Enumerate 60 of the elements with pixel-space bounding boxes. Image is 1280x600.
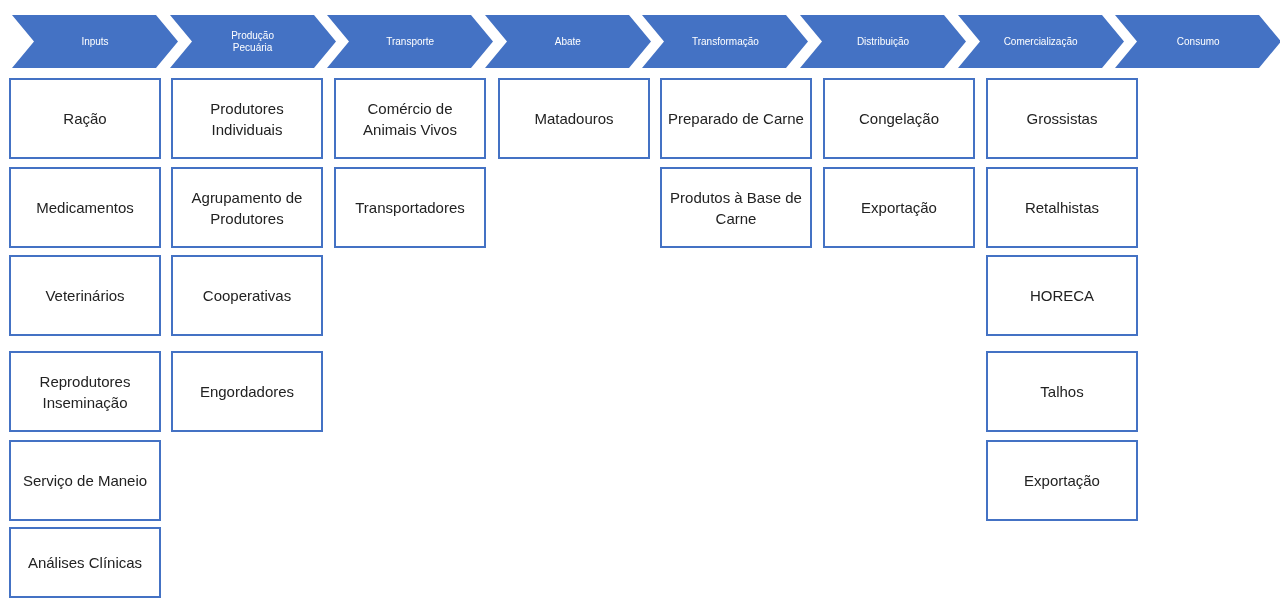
box-label: Exportação [1023,471,1101,491]
box-label: Transportadores [354,198,466,218]
chevron-shape [957,15,1124,68]
box-label: Exportação [860,198,938,218]
box-label: Agrupamento de Produtores [190,187,304,229]
box-label: HORECA [1028,286,1096,306]
box-label: Ração [62,109,108,129]
box-label: Inputs [80,35,110,48]
chevron-shape [642,15,809,68]
process-box [498,78,650,159]
process-box [986,167,1138,248]
box-label: Reprodutores Inseminação [38,371,132,413]
box-label: Cooperativas [201,286,293,306]
box-label: Talhos [1039,382,1085,402]
box-label: Distribuição [855,35,911,48]
box-label: Comercialização [1002,35,1079,48]
process-box [986,78,1138,159]
process-box [9,351,161,432]
box-label: Produção Pecuária [230,29,275,54]
process-box [823,78,975,159]
box-label: Consumo [1175,35,1221,48]
process-box [823,167,975,248]
box-label: Veterinários [44,286,126,306]
chevron-shape [169,15,336,68]
box-label: Análises Clínicas [26,553,144,573]
box-label: Retalhistas [1023,198,1101,218]
chevron-shape [800,15,966,68]
process-box [986,255,1138,336]
box-label: Matadouros [533,109,615,129]
process-box [9,78,161,159]
box-label: Transformação [690,35,760,48]
box-label: Medicamentos [35,198,135,218]
process-box [171,351,323,432]
box-label: Comércio de Animais Vivos [362,98,458,140]
box-label: Produtos à Base de Carne [669,187,803,229]
process-box [9,255,161,336]
process-box [334,167,486,248]
process-box [986,440,1138,521]
process-box [334,78,486,159]
box-label: Grossistas [1025,109,1099,129]
box-label: Transporte [385,35,436,48]
box-label: Produtores Individuais [209,98,285,140]
process-box [9,440,161,521]
chevron-shape [484,15,651,68]
process-box [171,255,323,336]
process-box [9,527,161,598]
box-label: Congelação [857,109,941,129]
process-box [9,167,161,248]
process-box [171,167,323,248]
process-box [660,167,812,248]
chevron-shape [327,15,494,68]
process-box [660,78,812,159]
box-label: Serviço de Maneio [21,471,149,491]
box-label: Engordadores [198,382,296,402]
box-label: Preparado de Carne [667,109,805,129]
box-label: Abate [553,35,582,48]
chevron-shape [1115,15,1280,68]
process-box [986,351,1138,432]
process-box [171,78,323,159]
chevron-shape [12,15,178,68]
